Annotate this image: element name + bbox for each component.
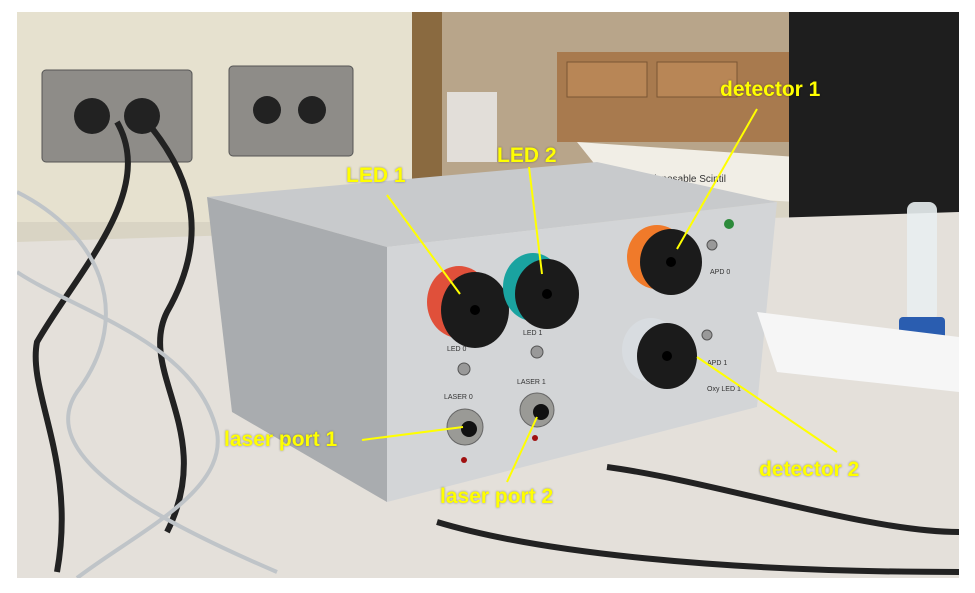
annotation-lines [361, 108, 838, 483]
tray-label: Disposable Scintil [647, 174, 726, 185]
power-indicator [724, 219, 734, 229]
annotation-laser-port1: laser port 1 [224, 428, 338, 451]
photo-scene: Disposable Scintil [17, 12, 959, 578]
beaker [447, 92, 497, 162]
outlet-right [228, 65, 354, 157]
panel-label-laser0: LASER 0 [444, 394, 473, 401]
panel-label-led0: LED 0 [447, 346, 467, 353]
annotation-laser-port2: laser port 2 [440, 485, 554, 508]
detector1-module [627, 225, 702, 295]
annotation-detector1: detector 1 [720, 78, 821, 101]
outlet-left [41, 69, 193, 163]
box-side [207, 197, 387, 502]
box-top [207, 162, 777, 247]
annotation-detector2: detector 2 [759, 458, 860, 481]
falcon-tube [907, 202, 937, 322]
annotation-led1: LED 1 [346, 164, 406, 187]
annotation-led2: LED 2 [497, 144, 557, 167]
led2-module [503, 253, 579, 329]
panel-label-apd0: APD 0 [710, 269, 730, 276]
detector2-module [622, 318, 697, 389]
papers [757, 312, 959, 392]
panel-label-laser1: LASER 1 [517, 379, 546, 386]
panel-label-oxy: Oxy LED 1 [707, 386, 741, 393]
panel-label-led1: LED 1 [523, 330, 543, 337]
led1-module [427, 266, 509, 348]
laser-port-2 [519, 392, 555, 428]
panel-label-apd1: APD 1 [707, 360, 727, 367]
cables [32, 120, 959, 575]
laser-port-1 [446, 408, 484, 446]
